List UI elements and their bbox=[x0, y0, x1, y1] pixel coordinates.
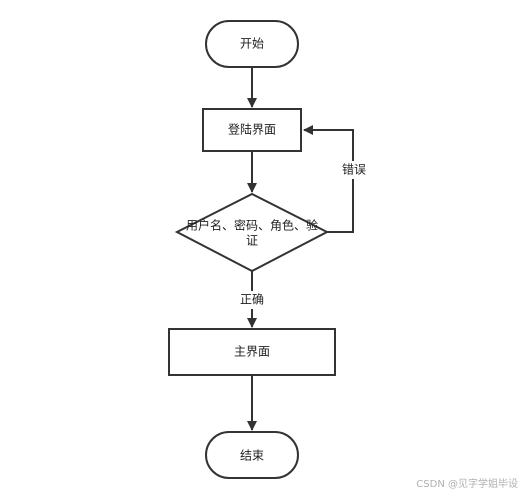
login-screen-node bbox=[202, 108, 302, 152]
edge-verify-wrong-to-login bbox=[303, 125, 354, 233]
watermark-text: CSDN @见字学姐毕设 bbox=[416, 477, 518, 490]
edge-label-wrong: 错误 bbox=[342, 163, 366, 177]
verify-decision-label-line1: 用户名、密码、角色、验 bbox=[186, 218, 318, 233]
end-node-label: 结束 bbox=[240, 449, 264, 463]
verify-decision-node bbox=[174, 192, 330, 273]
start-node-label: 开始 bbox=[240, 37, 264, 51]
main-screen-label: 主界面 bbox=[234, 345, 270, 359]
main-screen-node bbox=[168, 328, 336, 376]
login-screen-label: 登陆界面 bbox=[228, 122, 276, 137]
start-node bbox=[205, 20, 299, 68]
end-node bbox=[205, 431, 299, 479]
edge-label-correct: 正确 bbox=[240, 293, 264, 307]
verify-decision-label-line2: 证 bbox=[246, 234, 258, 248]
